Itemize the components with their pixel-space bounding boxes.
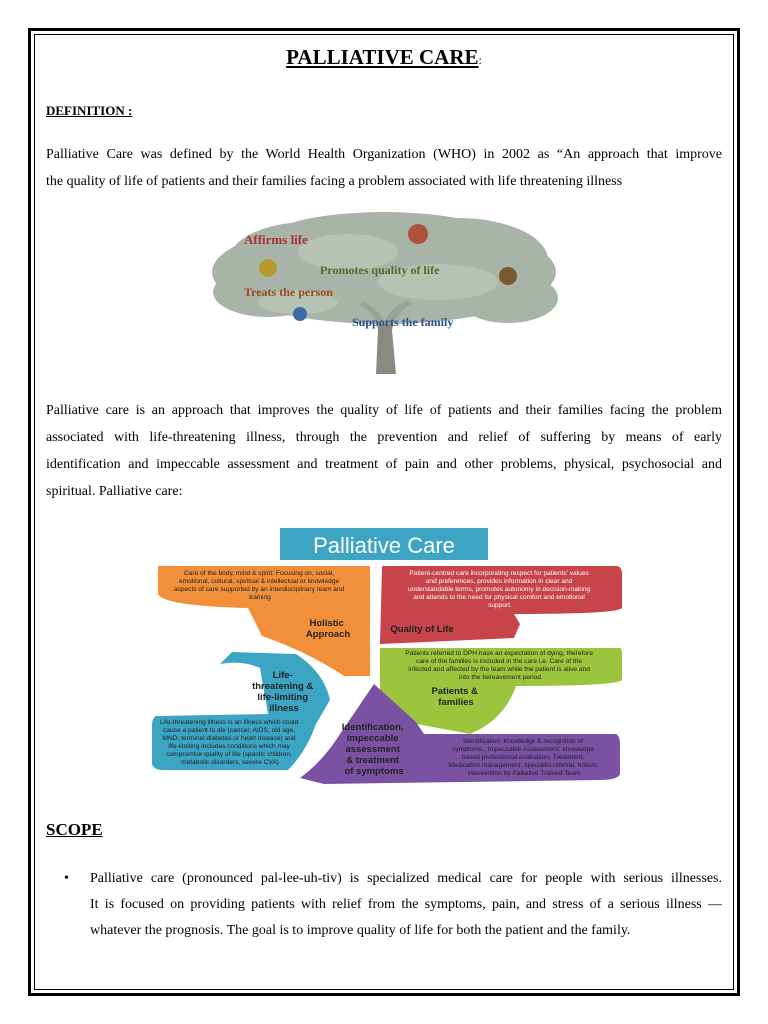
definition-text: Palliative Care was defined by the World…	[46, 141, 722, 195]
patients-description: Patients referred to DPH have an expecta…	[405, 650, 595, 681]
bullet-line: Palliative care (pronounced pal-lee-uh-t…	[90, 871, 722, 886]
life-threatening-description: Life-threatening illness is an illness w…	[160, 719, 300, 766]
definition-line: Palliative Care was defined by the World…	[46, 147, 722, 162]
tree-label: Promotes quality of life	[320, 263, 440, 277]
tree-label: Affirms life	[244, 232, 308, 247]
life-threatening-label: Life- threatening & life-limiting illnes…	[252, 670, 316, 714]
quality-label: Quality of Life	[390, 624, 453, 635]
identification-description: Identification: knowledge & recognition …	[448, 738, 599, 777]
page-border-outer	[28, 28, 740, 996]
bullet-line: whatever the prognosis. The goal is to i…	[90, 923, 631, 938]
definition-line: the quality of life of patients and thei…	[46, 174, 623, 189]
page-title: PALLIATIVE CARE:	[286, 45, 482, 69]
holistic-label: Holistic Approach	[306, 618, 351, 640]
tree-label: Treats the person	[244, 285, 333, 299]
leaf-accent-icon	[259, 224, 517, 321]
paragraph-line: identification and impeccable assessment…	[46, 457, 722, 472]
bullet-icon: •	[64, 871, 69, 886]
diagram-title-box	[280, 528, 488, 560]
page-border-inner	[34, 34, 734, 990]
segment-life-threatening	[152, 652, 330, 770]
segment-identification	[300, 684, 620, 784]
segment-patients-families	[380, 648, 622, 734]
tree-label: Supports the family	[352, 315, 453, 329]
holistic-description: Care of the body, mind & spirit: Focusin…	[174, 570, 346, 601]
scope-bullet-text: Palliative care (pronounced pal-lee-uh-t…	[90, 866, 722, 944]
scope-heading: SCOPE	[46, 820, 103, 839]
palliative-care-diagram: Palliative Care Care of the body, mind &…	[152, 528, 622, 784]
segment-holistic	[158, 566, 370, 676]
bullet-line: It is focused on providing patients with…	[90, 897, 722, 912]
approach-paragraph: Palliative care is an approach that impr…	[46, 397, 722, 505]
paragraph-line: associated with life-threatening illness…	[46, 430, 722, 445]
segment-quality-of-life	[380, 566, 622, 644]
paragraph-line: spiritual. Palliative care:	[46, 484, 183, 499]
quality-description: Patient-centred care incorporating respe…	[408, 570, 592, 609]
paragraph-line: Palliative care is an approach that impr…	[46, 403, 722, 418]
diagram-title: Palliative Care	[313, 533, 455, 558]
tree-illustration: Affirms life Promotes quality of life Tr…	[212, 212, 558, 374]
patients-label: Patients & families	[431, 686, 480, 708]
tree-trunk	[358, 300, 412, 374]
identification-label: Identification, impeccable assessment & …	[342, 722, 406, 777]
definition-heading: DEFINITION :	[46, 103, 133, 118]
